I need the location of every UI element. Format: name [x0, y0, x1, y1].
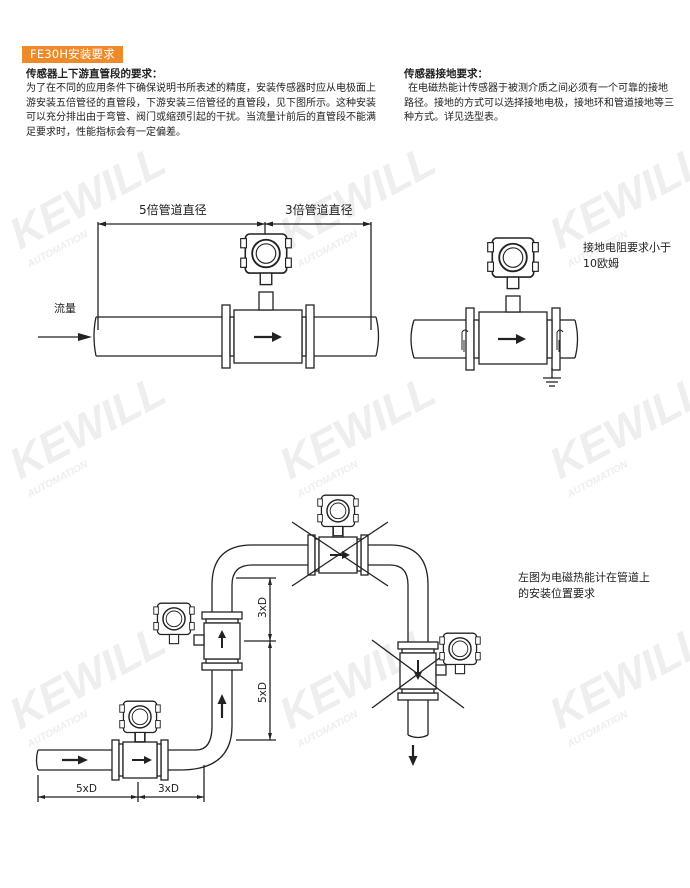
- downstream-length-label: 3倍管道直径: [285, 202, 353, 217]
- diagram-straight-pipe: [38, 221, 380, 369]
- dim-3xd-horizontal: 3xD: [158, 783, 179, 795]
- section-title-badge: FE30H安装要求: [22, 46, 123, 63]
- upstream-length-label: 5倍管道直径: [139, 202, 207, 217]
- right-paragraph: 在电磁热能计传感器于被测介质之间必须有一个可靠的接地路径。接地的方式可以选择接地…: [404, 83, 674, 123]
- flow-label: 流量: [54, 301, 76, 315]
- right-heading: 传感器接地要求：: [404, 68, 488, 80]
- left-heading: 传感器上下游直管段的要求：: [26, 68, 163, 80]
- installation-note: 左图为电磁热能计在管道上的安装位置要求: [518, 571, 650, 600]
- dim-5xd-horizontal: 5xD: [76, 783, 97, 795]
- diagram-installation-positions: [35, 521, 465, 802]
- dim-5xd-vertical: 5xD: [257, 682, 269, 703]
- diagram-grounding: [410, 295, 579, 387]
- dim-3xd-vertical: 3xD: [257, 597, 269, 618]
- left-paragraph: 为了在不同的应用条件下确保说明书所表述的精度，安装传感器时应从电极面上游安装五倍…: [26, 83, 376, 138]
- grounding-note: 接地电阻要求小于10欧姆: [583, 241, 671, 270]
